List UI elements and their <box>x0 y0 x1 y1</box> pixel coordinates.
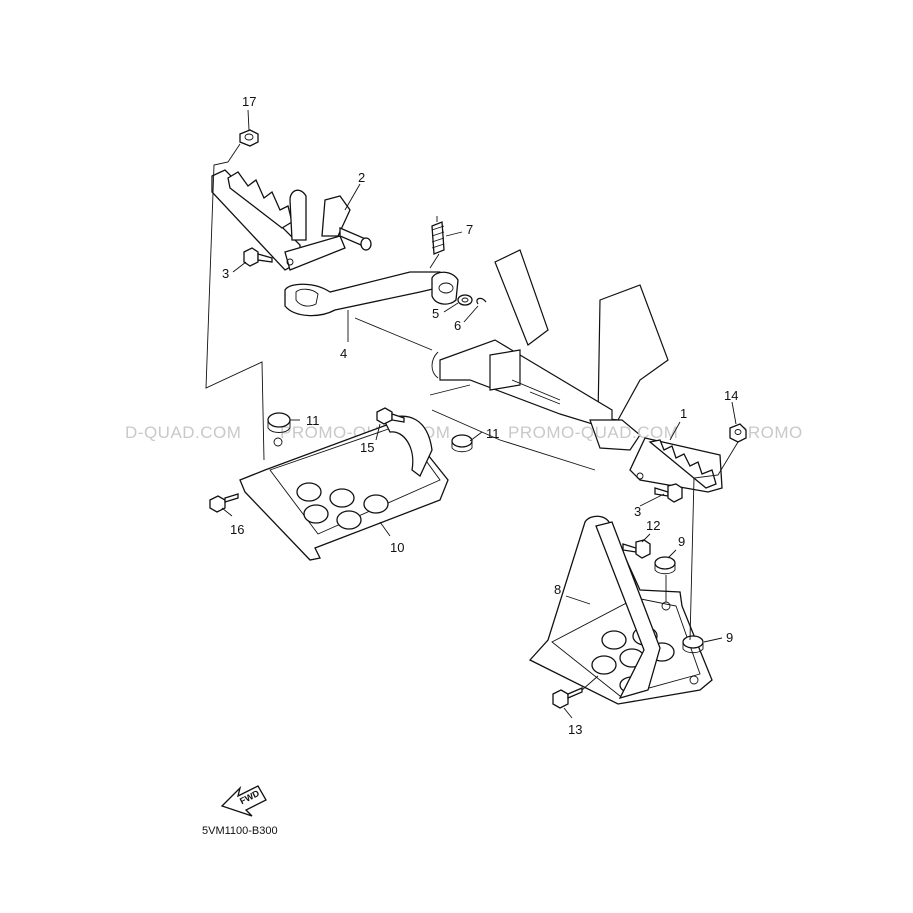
diagram-code: 5VM1100-B300 <box>202 825 278 837</box>
callout-15: 15 <box>360 440 374 455</box>
watermark: D-QUAD.COM PROMO-QUAD.COM PROMO-QUAD.COM… <box>125 423 803 442</box>
watermark-text: D-QUAD.COM <box>125 423 241 442</box>
callout-7: 7 <box>466 222 473 237</box>
callout-5: 5 <box>432 306 439 321</box>
right-footrest-guard <box>528 515 713 705</box>
callout-16: 16 <box>230 522 244 537</box>
grommet-11-left <box>267 412 291 433</box>
callout-9-upper: 9 <box>678 534 685 549</box>
callout-4: 4 <box>340 346 347 361</box>
cotter-clip <box>476 297 487 305</box>
watermark-text: PROMO-QUAD.COM <box>508 423 678 442</box>
right-footpeg <box>629 437 723 493</box>
callouts: 17 2 7 3 5 6 4 11 15 11 16 10 1 14 3 12 … <box>222 94 738 737</box>
pivot-pin <box>339 227 372 251</box>
nut-14 <box>729 423 747 443</box>
callout-3-right: 3 <box>634 504 641 519</box>
callout-11-left: 11 <box>306 413 320 428</box>
bolt-16 <box>209 493 239 513</box>
callout-10: 10 <box>390 540 404 555</box>
return-spring <box>429 216 445 269</box>
callout-14: 14 <box>724 388 738 403</box>
bolt-3-right <box>654 483 683 503</box>
watermark-text: PROMO <box>736 423 803 442</box>
callout-2: 2 <box>358 170 365 185</box>
callout-3-left: 3 <box>222 266 229 281</box>
grommet-9-lower <box>682 635 704 654</box>
callout-11-center: 11 <box>486 426 500 441</box>
fwd-arrow-icon: FWD <box>220 785 267 817</box>
callout-8: 8 <box>554 582 561 597</box>
left-footpeg-bracket <box>211 169 351 271</box>
callout-13: 13 <box>568 722 582 737</box>
bolt-3-left <box>243 247 273 267</box>
grommet-9-upper <box>654 556 676 575</box>
callout-12: 12 <box>646 518 660 533</box>
nut-17 <box>239 129 259 147</box>
grommet-11-center <box>451 434 473 453</box>
leader-lines <box>205 109 739 719</box>
brake-pedal <box>284 271 459 317</box>
washer <box>457 294 473 306</box>
bolt-13 <box>552 687 583 709</box>
vehicle-frame <box>429 249 669 471</box>
callout-6: 6 <box>454 318 461 333</box>
callout-9-lower: 9 <box>726 630 733 645</box>
bolt-12 <box>622 539 651 559</box>
bolt-15 <box>376 407 405 425</box>
callout-17: 17 <box>242 94 256 109</box>
callout-1: 1 <box>680 406 687 421</box>
left-footrest-guard <box>239 415 449 561</box>
